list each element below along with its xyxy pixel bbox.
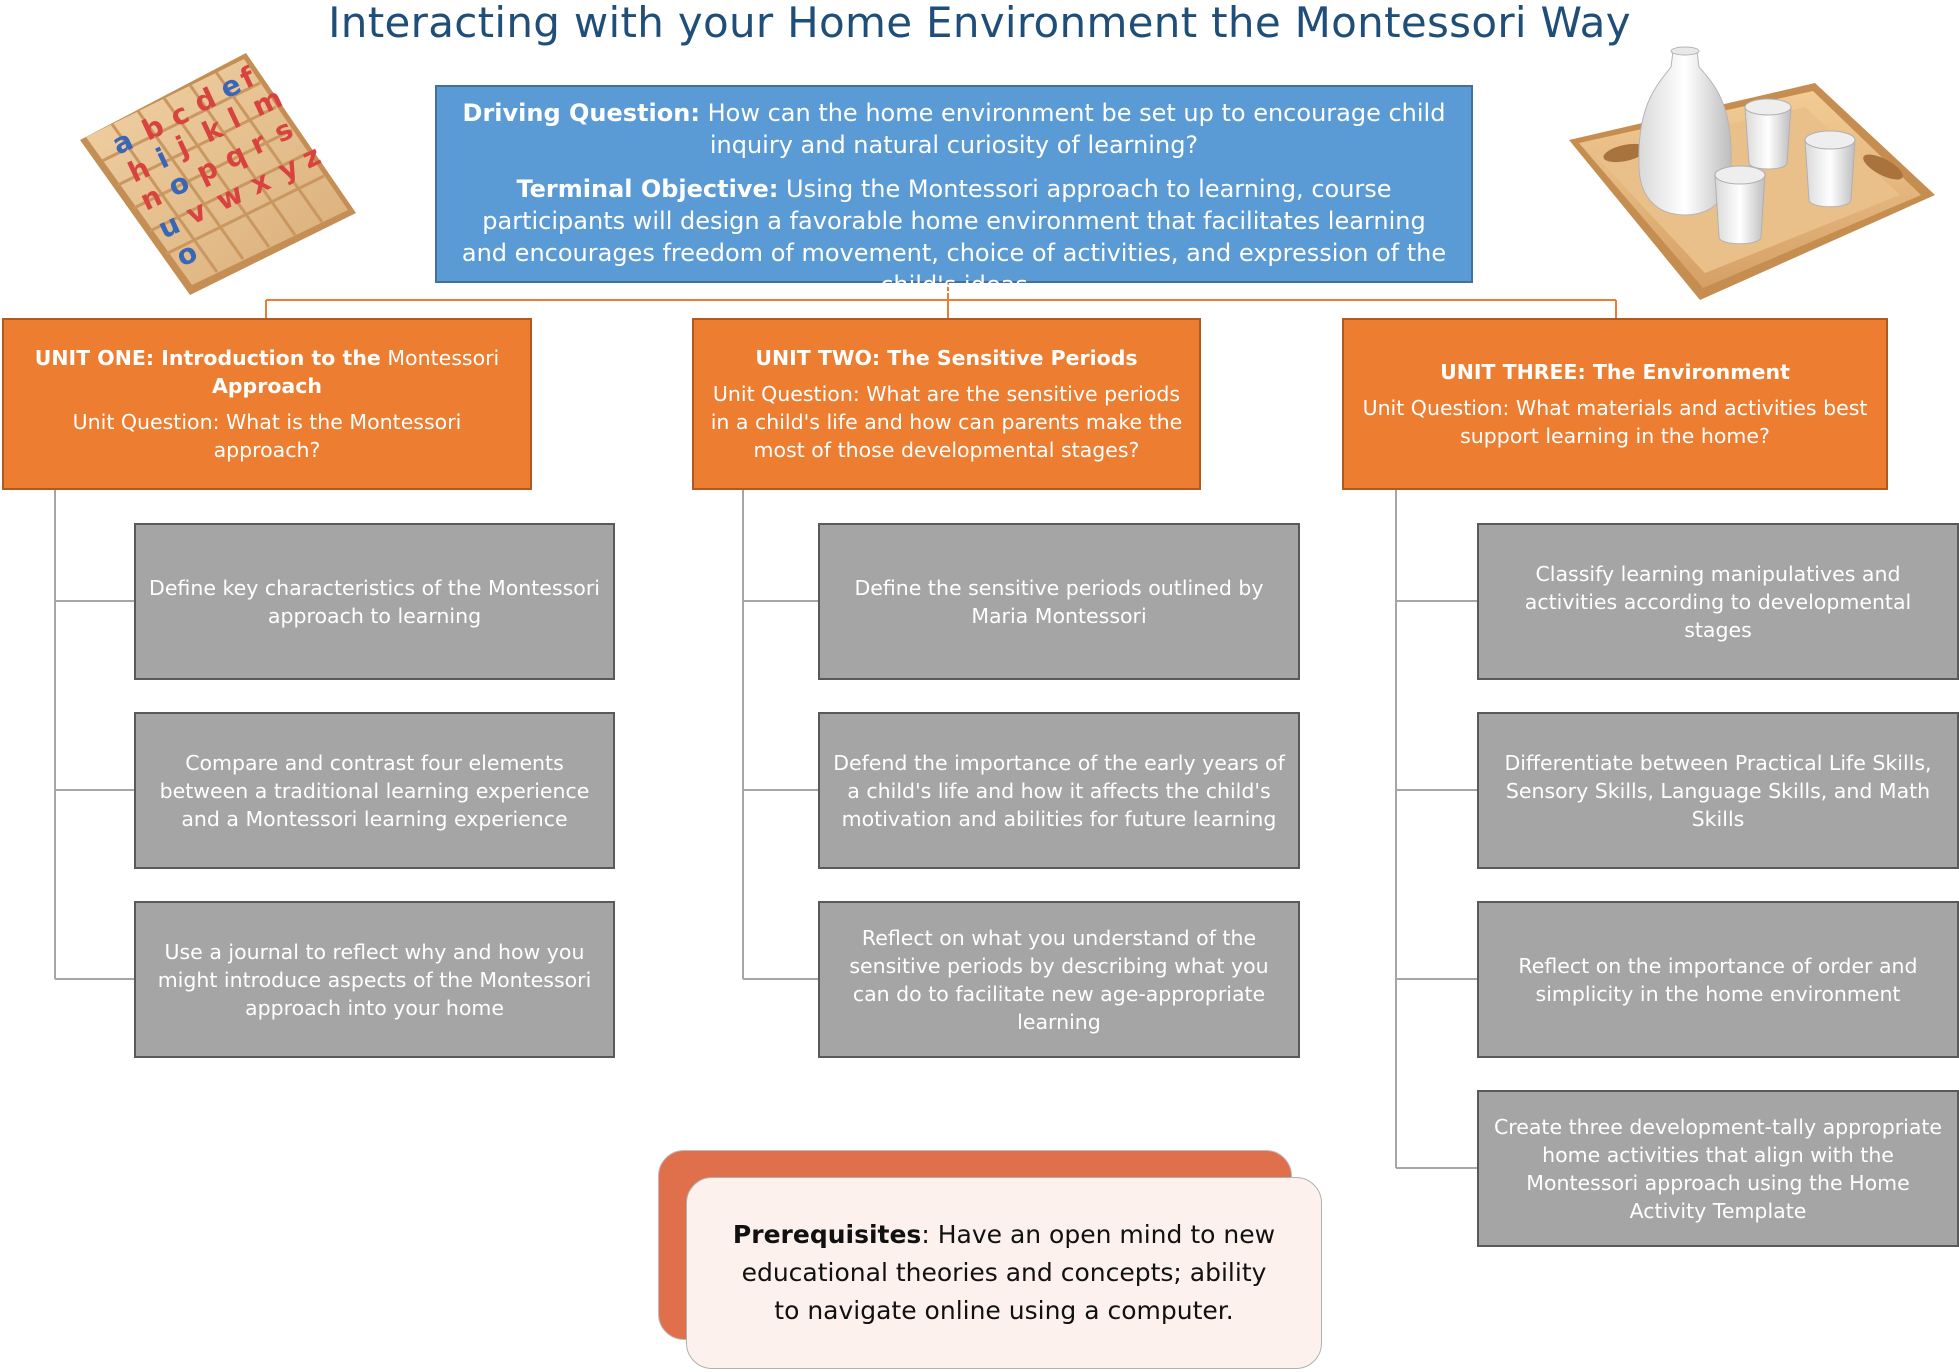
unit-one-objective-2: Compare and contrast four elements betwe… [134,712,615,869]
unit-three-objective-3: Reflect on the importance of order and s… [1477,901,1959,1058]
prerequisites-text: Prerequisites: Have an open mind to new … [727,1216,1281,1330]
unit-three-objective-2: Differentiate between Practical Life Ski… [1477,712,1959,869]
driving-question-text: How can the home environment be set up t… [699,99,1446,159]
unit-two-box: UNIT TWO: The Sensitive Periods Unit Que… [692,318,1201,490]
unit-three-objective-4: Create three development-tally appropria… [1477,1090,1959,1247]
driving-question-box: Driving Question: How can the home envir… [435,85,1473,299]
terminal-objective-text: Using the Montessori approach to learnin… [461,175,1447,299]
unit-two-objective-2: Defend the importance of the early years… [818,712,1300,869]
unit-one-objective-1: Define key characteristics of the Montes… [134,523,615,680]
unit-three-question: Unit Question: What materials and activi… [1362,396,1868,448]
unit-one-objective-3: Use a journal to reflect why and how you… [134,901,615,1058]
unit-two-question: Unit Question: What are the sensitive pe… [710,382,1183,462]
terminal-objective: Terminal Objective: Using the Montessori… [459,173,1449,301]
unit-one-question: Unit Question: What is the Montessori ap… [72,410,462,462]
driving-question: Driving Question: How can the home envir… [459,97,1449,161]
unit-two-objective-1: Define the sensitive periods outlined by… [818,523,1300,680]
page-title: Interacting with your Home Environment t… [328,0,1631,47]
prerequisites-body: : Have an open mind to new educational t… [741,1220,1276,1325]
unit-two-title: UNIT TWO: The Sensitive Periods [755,346,1138,370]
objective-connectors [54,490,1478,1169]
unit-one-box: UNIT ONE: Introduction to the Montessori… [2,318,532,490]
unit-one-title-bold2: Approach [212,374,322,398]
unit-two-objective-3: Reflect on what you understand of the se… [818,901,1300,1058]
prerequisites-box: Prerequisites: Have an open mind to new … [686,1177,1322,1369]
tray-pitcher-cups-icon [1569,46,1935,300]
unit-three-objective-1: Classify learning manipulatives and acti… [1477,523,1959,680]
top-connectors [265,283,1617,318]
letters-box-icon: a b c d e f h i j k l m n o p q r s u v … [80,53,356,295]
unit-one-title-bold: UNIT ONE: Introduction to the [34,346,381,370]
unit-three-box: UNIT THREE: The Environment Unit Questio… [1342,318,1888,490]
unit-one-title: UNIT ONE: Introduction to the Montessori… [20,344,514,400]
prerequisites-label: Prerequisites [732,1220,922,1249]
unit-one-title-normal: Montessori [380,346,500,370]
unit-three-title: UNIT THREE: The Environment [1440,360,1790,384]
terminal-objective-label: Terminal Objective: [516,175,779,203]
driving-question-label: Driving Question: [462,99,700,127]
